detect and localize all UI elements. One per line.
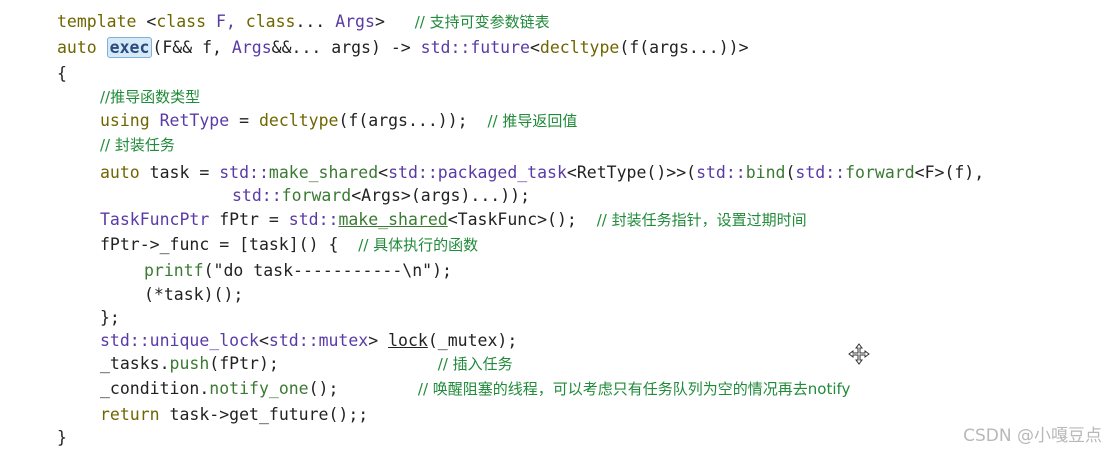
code-token: > [368,331,389,350]
code-token: RetType [159,111,230,130]
code-token: forward [845,163,915,182]
code-line-7[interactable]: auto task = std::make_shared<std::packag… [100,161,984,185]
code-token: std:: [696,163,746,182]
code-token: _condition. [100,379,210,398]
code-line-9[interactable]: TaskFuncPtr fPtr = std::make_shared<Task… [100,208,807,232]
code-token: mutex [318,331,369,350]
code-token: fPtr = [209,210,289,229]
code-token: Args [231,38,272,57]
code-token: bind [745,163,786,182]
code-token: // 插入任务 [437,355,513,373]
code-token: < [258,331,269,350]
code-token: <F>(f), [914,163,985,182]
code-token: }; [100,308,120,327]
code-token: class [156,12,216,31]
code-token: std:: [420,38,471,57]
code-line-13[interactable]: }; [100,306,120,330]
code-token: make_shared [338,210,448,229]
csdn-watermark: CSDN @小嘎豆点 [963,426,1102,446]
code-token: unique_lock [149,331,259,350]
code-token: &&... args) -> [271,38,421,57]
code-token: // 封装任务指针，设置过期时间 [596,211,807,229]
code-token: (f(args...))> [619,38,749,57]
code-token: packaged_task [437,163,567,182]
code-token: // 封装任务 [100,136,175,154]
code-token: lock [388,331,428,350]
code-token: decltype [258,111,339,130]
code-token: task->get_future();; [169,405,369,424]
code-token: notify_one [209,379,309,398]
code-token: future [470,38,530,57]
code-token: F, [215,12,246,31]
code-token: < [146,12,157,31]
move-cursor-icon [848,343,870,365]
code-line-3[interactable]: { [57,62,67,86]
code-line-14[interactable]: std::unique_lock<std::mutex> lock(_mutex… [100,329,517,353]
code-token: (*task)(); [144,285,244,304]
code-token: // 具体执行的函数 [358,236,479,254]
code-token: <TaskFunc>(); [447,210,597,229]
code-token: make_shared [268,163,379,182]
code-token: using [100,111,160,130]
code-token: { [57,64,67,83]
code-token: auto [57,38,107,57]
code-token: (fPtr); [209,354,438,373]
code-token: _tasks. [100,354,170,373]
code-token: ... [295,12,336,31]
code-line-17[interactable]: return task->get_future();; [100,403,368,427]
code-token: auto [100,163,150,182]
code-token: std:: [219,163,269,182]
code-token: (f(args...)); [338,111,488,130]
code-token: (F&& f, [152,38,232,57]
code-token: < [378,163,389,182]
code-token: std:: [795,163,846,182]
code-token: std:: [288,210,339,229]
code-line-1[interactable]: template <class F, class... Args> // 支持可… [57,10,550,34]
code-token: } [57,428,67,447]
code-line-15[interactable]: _tasks.push(fPtr); // 插入任务 [100,352,513,376]
code-token: return [100,405,170,424]
code-line-18[interactable]: } [57,426,67,450]
code-line-5[interactable]: using RetType = decltype(f(args...)); //… [100,109,577,133]
code-token: //推导函数类型 [100,88,201,106]
code-token: std:: [232,186,282,205]
code-line-4[interactable]: //推导函数类型 [100,85,200,109]
code-line-10[interactable]: fPtr->_func = [task]() { // 具体执行的函数 [100,233,478,257]
code-token: ("do task-----------\n"); [203,261,452,280]
code-token: task = [149,163,220,182]
code-token: // 推导返回值 [487,112,578,130]
code-token: (); [308,379,418,398]
code-token: std:: [268,331,319,350]
code-token: Args [335,12,375,31]
code-token: <Args>(args)...)); [351,186,531,205]
code-token: = [229,111,259,130]
code-token: <RetType()>>( [566,163,697,182]
code-token: printf [144,261,204,280]
code-token: // 支持可变参数链表 [414,13,550,31]
code-token: ( [785,163,796,182]
code-line-6[interactable]: // 封装任务 [100,133,175,157]
code-token: template [57,12,147,31]
code-token: // 唤醒阻塞的线程，可以考虑只有任务队列为空的情况再去notify [417,380,851,398]
code-token: std:: [388,163,438,182]
code-token: < [529,38,540,57]
code-line-8[interactable]: std::forward<Args>(args)...)); [232,184,530,208]
code-line-2[interactable]: auto exec(F&& f, Args&&... args) -> std:… [57,36,749,60]
code-token: std:: [100,331,150,350]
code-line-11[interactable]: printf("do task-----------\n"); [144,259,452,283]
code-token: decltype [539,38,620,57]
code-line-12[interactable]: (*task)(); [144,283,243,307]
highlighted-symbol: exec [106,37,153,58]
code-token: push [169,354,210,373]
code-line-16[interactable]: _condition.notify_one(); // 唤醒阻塞的线程，可以考虑… [100,377,850,401]
code-token: fPtr->_func = [task]() { [100,235,359,254]
code-token: > [374,12,415,31]
code-token: class [245,12,296,31]
code-token: TaskFuncPtr [100,210,210,229]
code-token: (_mutex); [427,331,518,350]
code-token: forward [281,186,352,205]
